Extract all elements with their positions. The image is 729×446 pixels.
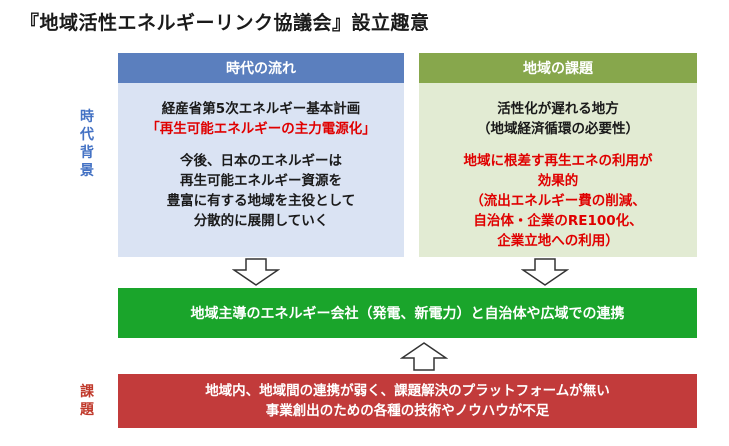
right-panel-emphasis: 自治体・企業のRE100化、: [473, 213, 643, 229]
side-label-char: 景: [80, 163, 94, 179]
side-label-char: 時: [80, 109, 94, 125]
right-panel-line: 活性化が遅れる地方: [497, 101, 619, 117]
issues-bar: 地域内、地域間の連携が弱く、課題解決のプラットフォームが無い 事業創出のための各…: [118, 374, 697, 428]
spacer: [118, 139, 404, 151]
left-panel-line: 今後、日本のエネルギーは: [180, 153, 342, 169]
spacer: [419, 139, 697, 151]
side-label-background: 時 代 背 景: [76, 108, 98, 180]
left-panel-line: 分散的に展開していく: [193, 213, 329, 229]
page-title: 『地域活性エネルギーリンク協議会』設立趣意: [20, 12, 430, 34]
right-panel-emphasis: 企業立地への利用）: [497, 233, 619, 249]
right-panel-emphasis: 効果的: [537, 173, 579, 189]
left-panel-line: 経産省第5次エネルギー基本計画: [161, 101, 361, 117]
up-arrow-icon: [400, 342, 448, 371]
down-arrow-icon: [232, 258, 280, 286]
right-panel-emphasis: 地域に根差す再生エネの利用が: [463, 153, 653, 169]
left-panel-emphasis: 「再生可能エネルギーの主力電源化」: [146, 121, 376, 137]
left-panel-line: 豊富に有する地域を主役として: [166, 193, 356, 209]
issues-line: 事業創出のための各種の技術やノウハウが不足: [265, 403, 550, 419]
collaboration-text: 地域主導のエネルギー会社（発電、新電力）と自治体や広域での連携: [190, 306, 625, 322]
side-label-char: 背: [80, 145, 94, 161]
issues-line: 地域内、地域間の連携が弱く、課題解決のプラットフォームが無い: [205, 383, 610, 399]
left-panel-line: 再生可能エネルギー資源を: [180, 173, 342, 189]
side-label-char: 題: [80, 402, 94, 418]
side-label-issues: 課 題: [76, 383, 98, 419]
left-panel: 経産省第5次エネルギー基本計画 「再生可能エネルギーの主力電源化」 今後、日本の…: [118, 83, 404, 257]
left-panel-header: 時代の流れ: [118, 53, 404, 83]
side-label-char: 課: [80, 384, 94, 400]
right-panel: 活性化が遅れる地方 （地域経済循環の必要性） 地域に根差す再生エネの利用が 効果…: [419, 83, 697, 257]
side-label-char: 代: [80, 127, 94, 143]
right-panel-header: 地域の課題: [419, 53, 697, 83]
right-panel-emphasis: （流出エネルギー費の削減、: [470, 193, 646, 209]
down-arrow-icon: [521, 258, 569, 286]
right-panel-line: （地域経済循環の必要性）: [477, 121, 639, 137]
collaboration-bar: 地域主導のエネルギー会社（発電、新電力）と自治体や広域での連携: [118, 288, 697, 338]
